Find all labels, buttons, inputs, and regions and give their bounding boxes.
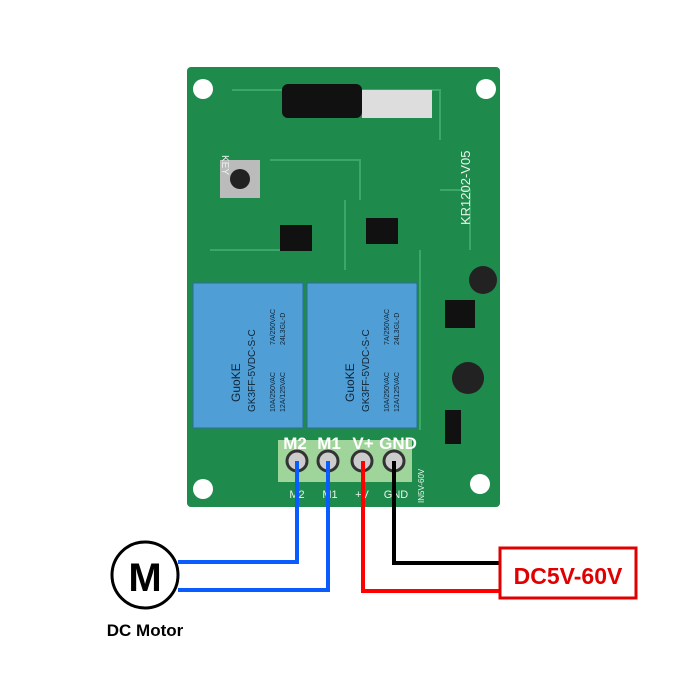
board-model-label: KR1202-V05 (458, 151, 473, 225)
relay-1: GuoKE GK3FF-5VDC-S-C 10A/250VAC 12A/125V… (192, 282, 304, 429)
silk-gnd: GND (384, 489, 409, 501)
motor-caption: DC Motor (107, 621, 184, 640)
motor-wire-m2 (178, 461, 299, 564)
terminal-label-m1: M1 (317, 434, 341, 453)
ground-wire (392, 461, 500, 565)
terminal-label-gnd: GND (379, 434, 417, 453)
relay-model: GK3FF-5VDC-S-C (247, 329, 258, 412)
relay-rating: 10A/250VAC (270, 372, 277, 412)
motor-symbol: M (128, 556, 161, 600)
motor-wire-m1 (178, 461, 330, 592)
key-button-cap (230, 169, 250, 189)
relay-rating: 24L3GL-D (394, 313, 401, 345)
input-range-silk: IN5V-60V (417, 468, 426, 503)
positive-wire (361, 461, 500, 593)
relay-rating: 10A/250VAC (384, 372, 391, 412)
terminal-label-m2: M2 (283, 434, 307, 453)
relay-rating: 24L3GL-D (280, 313, 287, 345)
capacitor (452, 362, 484, 394)
relay-brand: GuoKE (229, 363, 243, 402)
wires (178, 461, 500, 593)
ic-chip (366, 218, 398, 244)
relay-model: GK3FF-5VDC-S-C (361, 329, 372, 412)
rf-module (362, 90, 432, 118)
relay-rating: 7A/250VAC (270, 309, 277, 345)
power-supply-box (498, 546, 638, 600)
capacitor (469, 266, 497, 294)
relay-2: GuoKE GK3FF-5VDC-S-C 10A/250VAC 12A/125V… (306, 282, 418, 429)
motor-icon (110, 540, 180, 610)
terminal-label-vplus: V+ (352, 434, 373, 453)
diode (445, 410, 461, 444)
power-supply-label: DC5V-60V (514, 563, 623, 589)
ic-chip (280, 225, 312, 251)
relay-rating: 12A/125VAC (280, 372, 287, 412)
relay-rating: 12A/125VAC (394, 372, 401, 412)
antenna-coil (282, 84, 362, 118)
key-label: KEY (219, 155, 230, 175)
relay-brand: GuoKE (343, 363, 357, 402)
relay-rating: 7A/250VAC (384, 309, 391, 345)
inductor (445, 300, 475, 328)
mounting-holes (193, 79, 496, 499)
